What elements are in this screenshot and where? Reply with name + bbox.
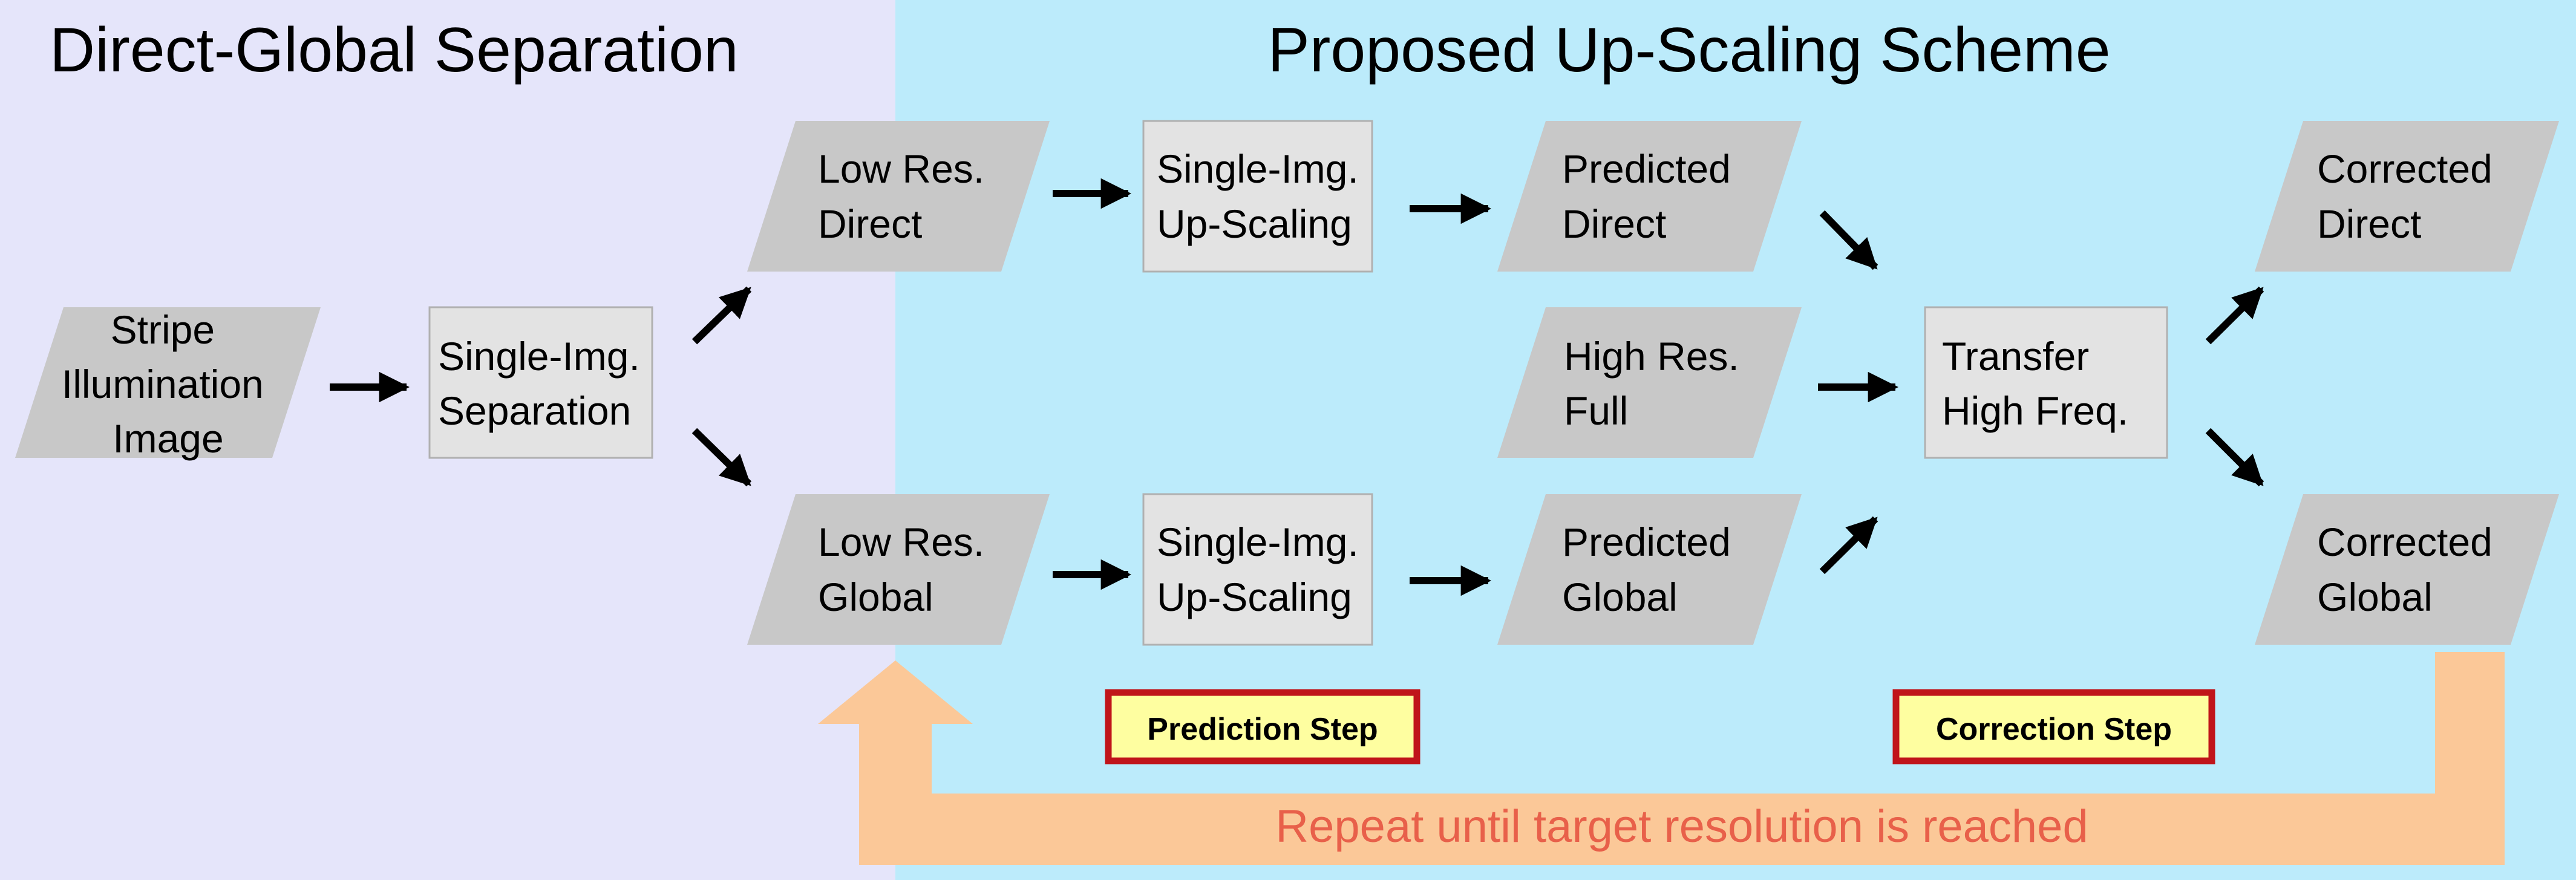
transfer-high-freq-node: Transfer High Freq. xyxy=(1924,306,2168,459)
arrow-up-right-icon xyxy=(2205,286,2264,345)
right-panel-title: Proposed Up-Scaling Scheme xyxy=(1267,15,2110,85)
high-res-full-node: High Res. Full xyxy=(1497,307,1802,458)
low-res-global-node: Low Res. Global xyxy=(747,494,1050,645)
stripe-illumination-image-node: Stripe Illumination Image xyxy=(15,307,321,461)
node-label-line: Global xyxy=(818,575,933,619)
single-img-separation-node: Single-Img. Separation xyxy=(428,306,653,459)
predicted-direct-node: Predicted Direct xyxy=(1497,121,1802,272)
feedback-label: Repeat until target resolution is reache… xyxy=(1275,801,2088,852)
node-label-line: Low Res. xyxy=(818,146,984,191)
node-label-line: Corrected xyxy=(2317,520,2493,564)
node-label-line: High Res. xyxy=(1564,334,1739,379)
node-label-line: Single-Img. xyxy=(438,334,640,379)
node-label-line: Global xyxy=(1562,575,1678,619)
low-res-direct-node: Low Res. Direct xyxy=(747,121,1050,272)
node-label-line: Stripe xyxy=(111,307,215,352)
svg-text:Low Res. Global: Low Res. Global xyxy=(818,520,995,619)
svg-text:Low Res. Direct: Low Res. Direct xyxy=(818,146,995,246)
svg-text:Predicted Global: Predicted Global xyxy=(1562,520,1742,619)
node-label-line: Transfer xyxy=(1942,334,2089,379)
arrow-down-right-icon xyxy=(691,428,752,487)
node-label-line: Corrected xyxy=(2317,146,2493,191)
node-label-line: High Freq. xyxy=(1942,388,2128,433)
prediction-step-badge: Prediction Step xyxy=(1105,689,1420,764)
svg-text:Single-Img. Up-Scaling: Single-Img. Up-Scaling xyxy=(1157,146,1370,246)
node-label-line: Full xyxy=(1564,388,1628,433)
node-label-line: Up-Scaling xyxy=(1157,201,1352,246)
feedback-arrow xyxy=(818,652,2505,865)
left-panel-title: Direct-Global Separation xyxy=(50,15,739,85)
svg-text:Stripe Illumination: Stripe Illumination Image xyxy=(62,307,275,461)
svg-text:Single-Img. Separation: Single-Img. Separation xyxy=(438,334,651,433)
node-label-line: Global xyxy=(2317,575,2433,619)
svg-text:Predicted Direct: Predicted Direct xyxy=(1562,146,1742,246)
node-label-line: Direct xyxy=(1562,201,1666,246)
node-label-line: Direct xyxy=(2317,201,2421,246)
svg-text:Corrected Direct: Corrected Direct xyxy=(2317,146,2503,246)
svg-text:Single-Img. Up-Scaling: Single-Img. Up-Scaling xyxy=(1157,520,1370,619)
arrow-down-right-icon xyxy=(1819,210,1878,270)
node-label-line: Up-Scaling xyxy=(1157,575,1352,619)
node-label-line: Predicted xyxy=(1562,520,1731,564)
node-label-line: Separation xyxy=(438,388,631,433)
arrow-down-right-icon xyxy=(2205,428,2264,487)
single-img-upscaling-direct-node: Single-Img. Up-Scaling xyxy=(1142,120,1373,273)
node-label-line: Single-Img. xyxy=(1157,520,1359,564)
node-label-line: Low Res. xyxy=(818,520,984,564)
single-img-upscaling-global-node: Single-Img. Up-Scaling xyxy=(1142,493,1373,646)
svg-text:High Res. Full: High Res. Full xyxy=(1564,334,1750,433)
arrow-up-right-icon xyxy=(691,286,752,345)
node-label-line: Predicted xyxy=(1562,146,1731,191)
predicted-global-node: Predicted Global xyxy=(1497,494,1802,645)
node-label-line: Illumination xyxy=(62,362,264,406)
correction-step-badge: Correction Step xyxy=(1892,689,2215,764)
prediction-step-label: Prediction Step xyxy=(1147,712,1378,747)
node-label-line: Image xyxy=(113,416,223,461)
node-label-line: Direct xyxy=(818,201,922,246)
arrow-up-right-icon xyxy=(1819,516,1878,575)
node-label-line: Single-Img. xyxy=(1157,146,1359,191)
corrected-direct-node: Corrected Direct xyxy=(2255,121,2559,272)
correction-step-label: Correction Step xyxy=(1936,712,2172,747)
svg-text:Corrected Global: Corrected Global xyxy=(2317,520,2503,619)
svg-text:Transfer High Freq.: Transfer High Freq. xyxy=(1942,334,2128,433)
corrected-global-node: Corrected Global xyxy=(2255,494,2559,645)
